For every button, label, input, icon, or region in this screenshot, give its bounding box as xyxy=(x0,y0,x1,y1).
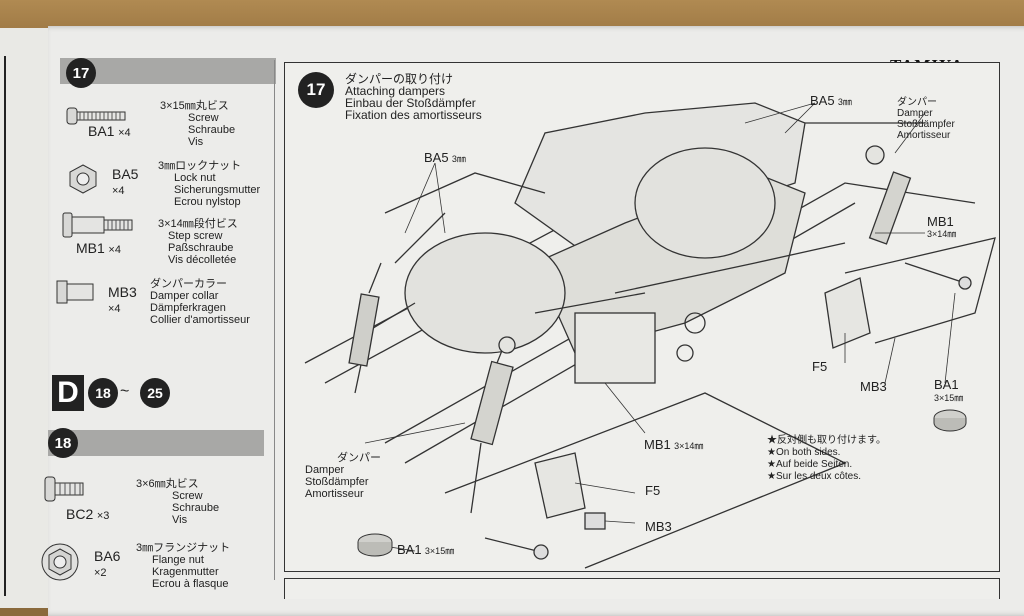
callout-mb3-bottom: MB3 xyxy=(645,519,672,534)
part-bc2-label: BC2 ×3 xyxy=(66,506,110,522)
section-from-badge: 18 xyxy=(88,378,118,408)
screw-ba1-icon xyxy=(66,107,126,125)
locknut-ba5-icon xyxy=(69,164,97,194)
column-divider xyxy=(274,60,275,580)
part-ba5-description: 3㎜ロックナット Lock nut Sicherungsmutter Ecrou… xyxy=(158,160,261,208)
next-step-frame xyxy=(284,578,1000,599)
main-step-17-badge: 17 xyxy=(298,72,334,108)
chassis-assembly-drawing xyxy=(304,102,996,569)
part-ba5-label: BA5×4 xyxy=(112,166,139,197)
part-mb1-label: MB1 ×4 xyxy=(76,240,121,256)
section-letter: D xyxy=(52,375,84,411)
step-17-header-bar xyxy=(60,58,276,84)
part-ba6-description: 3㎜フランジナット Flange nut Kragenmutter Ecrou … xyxy=(136,542,231,590)
callout-f5-bottom: F5 xyxy=(645,483,661,498)
both-sides-note: ★反対側も取り付けます。 ★On both sides. ★Auf beide … xyxy=(767,435,886,482)
step-18-header-bar xyxy=(48,430,264,456)
part-bc2-description: 3×6㎜丸ビス Screw Schraube Vis xyxy=(136,478,220,526)
previous-page-edge xyxy=(0,28,51,608)
step-screw-mb1-icon xyxy=(62,212,133,238)
part-mb3-description: ダンパーカラー Damper collar Dämpferkragen Coll… xyxy=(150,278,250,326)
callout-damper-right: ダンパー Damper Stoßdämpfer Amortisseur xyxy=(897,97,955,141)
section-range-separator: ~ xyxy=(120,383,130,400)
callout-ba1-bottom: BA1 3×15㎜ xyxy=(397,542,455,557)
screw-bc2-icon xyxy=(44,476,84,502)
callout-f5-right: F5 xyxy=(812,359,828,374)
callout-mb3-right: MB3 xyxy=(860,379,887,394)
part-ba1-label: BA1 ×4 xyxy=(88,123,131,139)
ba1-actual-size-bottom-icon xyxy=(357,533,393,557)
part-ba6-label: BA6×2 xyxy=(94,548,121,579)
callout-ba5-left: BA5 3㎜ xyxy=(424,150,466,165)
callout-damper-left: ダンパー Damper Stoßdämpfer Amortisseur xyxy=(305,452,381,500)
part-mb1-description: 3×14㎜段付ビス Step screw Paßschraube Vis déc… xyxy=(158,218,238,266)
callout-mb1-bottom: MB1 3×14㎜ xyxy=(644,437,704,452)
step-18-badge: 18 xyxy=(48,428,78,458)
part-ba1-description: 3×15㎜丸ビス Screw Schraube Vis xyxy=(160,100,236,148)
main-step-title: ダンパーの取り付け Attaching dampers Einbau der S… xyxy=(345,72,482,122)
flange-nut-ba6-icon xyxy=(41,543,79,581)
callout-ba5-top: BA5 3㎜ xyxy=(810,93,852,108)
step-17-badge: 17 xyxy=(66,58,96,88)
section-to-badge: 25 xyxy=(140,378,170,408)
ba1-actual-size-icon xyxy=(933,409,967,432)
part-mb3-label: MB3×4 xyxy=(108,284,137,315)
damper-collar-mb3-icon xyxy=(56,280,94,304)
